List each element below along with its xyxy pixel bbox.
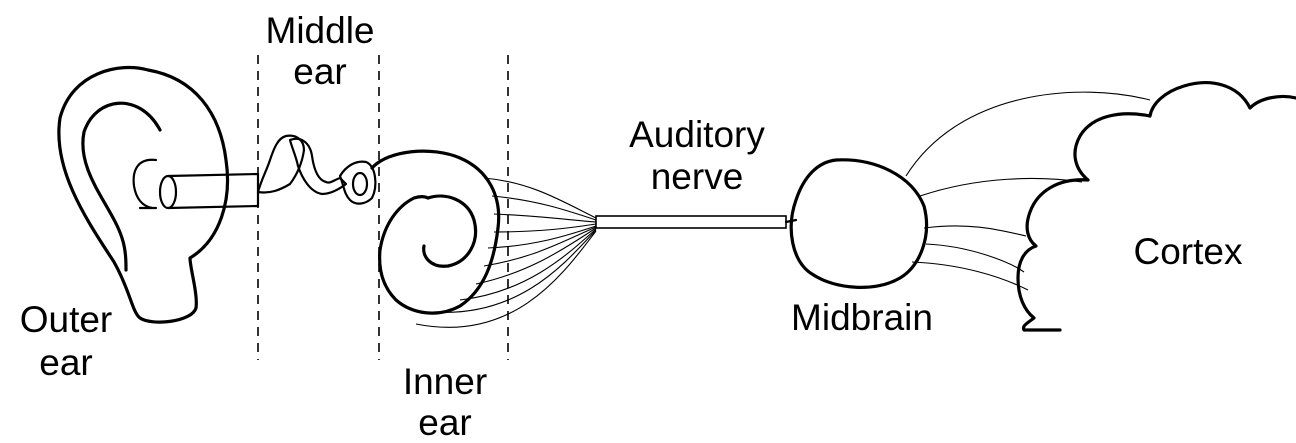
oval-window <box>351 171 369 197</box>
inner-ear-label-line1: Inner <box>403 361 487 402</box>
cortex-shape <box>1016 81 1296 332</box>
cochlea-outer <box>370 149 501 315</box>
midbrain-cortex-pathways <box>905 91 1151 291</box>
midbrain-label: Midbrain <box>791 297 933 338</box>
auditory-nerve-trunk <box>595 215 787 229</box>
ear-canal-opening <box>158 174 178 210</box>
pinna-outline <box>57 65 230 324</box>
cortex-label: Cortex <box>1134 231 1243 272</box>
outer-ear-drawing <box>57 65 230 324</box>
outer-ear-label-line2: ear <box>39 342 92 383</box>
auditory-nerve-label-line1: Auditory <box>629 114 765 155</box>
ossicles-drawing <box>256 134 377 205</box>
antihelix-curve <box>132 158 158 210</box>
middle-ear-label-line2: ear <box>293 51 346 92</box>
ear-canal-drawing <box>158 172 260 210</box>
middle-ear-label-line1: Middle <box>266 10 375 51</box>
incus <box>288 137 348 196</box>
auditory-nerve-drawing <box>595 215 798 229</box>
outer-ear-label-line1: Outer <box>20 299 113 340</box>
midbrain-shape <box>789 158 929 289</box>
cochlea-spiral <box>422 194 478 268</box>
cochlear-nerve-fibers <box>415 177 597 328</box>
inner-ear-label-line2: ear <box>418 402 471 443</box>
helix-inner-curve <box>81 101 162 272</box>
cochlea-drawing <box>370 149 501 315</box>
auditory-nerve-label-line2: nerve <box>651 156 744 197</box>
stapes <box>338 160 377 205</box>
